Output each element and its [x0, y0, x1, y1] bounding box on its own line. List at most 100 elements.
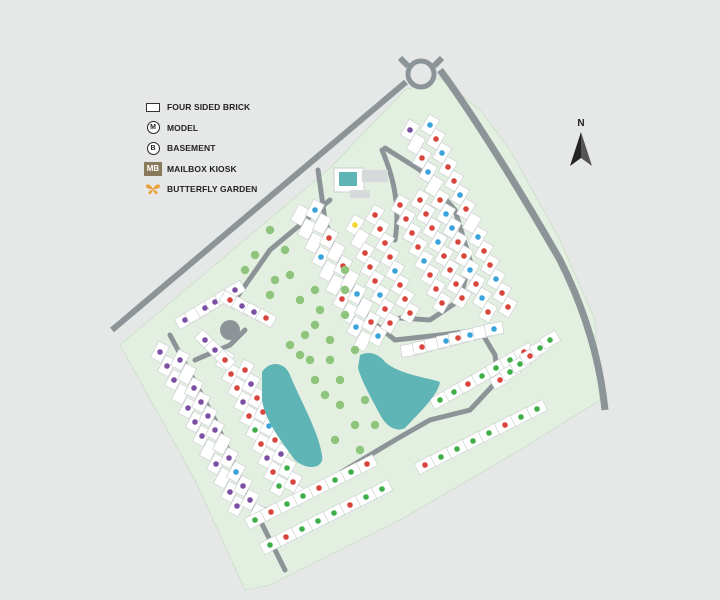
mailbox-icon: MB: [144, 161, 162, 176]
tree-icon: [265, 290, 275, 300]
tree-icon: [310, 375, 320, 385]
lot-status-marker: [268, 509, 274, 515]
lot-status-marker: [222, 357, 228, 363]
lot-status-marker: [233, 469, 239, 475]
lot-status-marker: [518, 414, 524, 420]
lot: [191, 390, 211, 414]
lot: [344, 213, 366, 237]
lot-status-marker: [228, 371, 234, 377]
lot-status-marker: [479, 373, 485, 379]
lot-status-marker: [437, 397, 443, 403]
lot: [206, 452, 226, 476]
lot-status-marker: [470, 438, 476, 444]
lot: [347, 282, 367, 306]
boundary-road-northwest: [110, 79, 408, 333]
lot: [399, 118, 421, 142]
lot-status-marker: [461, 253, 467, 259]
lot: [349, 227, 371, 251]
lot-status-marker: [486, 430, 492, 436]
lot: [399, 301, 421, 325]
lot-status-marker: [402, 296, 408, 302]
lot: [240, 488, 260, 512]
tree-icon: [335, 375, 345, 385]
tree-icon: [310, 285, 320, 295]
lot-status-marker: [312, 207, 318, 213]
tree-icon: [250, 250, 260, 260]
lot-status-marker: [463, 206, 469, 212]
lot-layer: [150, 113, 562, 555]
lot-status-marker: [487, 262, 493, 268]
lot: [277, 456, 297, 480]
lot-status-marker: [242, 367, 248, 373]
lot-status-marker: [185, 405, 191, 411]
legend-item-model: M MODEL: [144, 118, 257, 139]
lot: [318, 259, 338, 283]
lot: [226, 460, 246, 484]
lot-status-marker: [445, 164, 451, 170]
tree-icon: [240, 265, 250, 275]
lot-status-marker: [407, 127, 413, 133]
lot-status-marker: [497, 377, 503, 383]
lot-status-marker: [300, 493, 306, 499]
tree-icon: [295, 295, 305, 305]
lot: [411, 146, 433, 170]
lot-status-marker: [547, 337, 553, 343]
tree-icon: [315, 305, 325, 315]
lot-status-marker: [407, 310, 413, 316]
lot-status-marker: [433, 286, 439, 292]
lot: [538, 329, 562, 351]
tree-icon: [340, 285, 350, 295]
lot: [220, 480, 240, 504]
lot: [453, 244, 475, 268]
tree-icon: [340, 310, 350, 320]
lot: [417, 160, 439, 184]
lot-status-marker: [234, 503, 240, 509]
lot: [271, 442, 291, 466]
lot: [379, 245, 401, 269]
lot: [212, 432, 232, 456]
lot-status-marker: [239, 303, 245, 309]
lot: [459, 258, 481, 282]
legend-item-mailbox: MB MAILBOX KIOSK: [144, 159, 257, 180]
lot-status-marker: [284, 501, 290, 507]
legend-label: FOUR SIDED BRICK: [167, 102, 251, 113]
roundabout: [405, 58, 437, 90]
tree-icon: [370, 420, 380, 430]
lot-status-marker: [284, 465, 290, 471]
lot-status-marker: [331, 510, 337, 516]
butterfly-icon: [144, 183, 162, 195]
lot-status-marker: [240, 399, 246, 405]
lot-status-marker: [505, 304, 511, 310]
lot-status-marker: [451, 389, 457, 395]
legend-label: BASEMENT: [167, 143, 216, 154]
lot-status-marker: [467, 267, 473, 273]
lot-status-marker: [534, 406, 540, 412]
lot-status-marker: [251, 309, 257, 315]
lot-status-marker: [347, 502, 353, 508]
lot: [245, 418, 265, 442]
lot: [239, 404, 259, 428]
lot-status-marker: [332, 477, 338, 483]
lot: [233, 474, 253, 498]
brick-icon: [144, 102, 162, 112]
lot: [441, 216, 463, 240]
lot-status-marker: [316, 485, 322, 491]
lot-status-marker: [421, 258, 427, 264]
lot-status-marker: [415, 244, 421, 250]
lot-status-marker: [205, 413, 211, 419]
legend-item-brick: FOUR SIDED BRICK: [144, 97, 257, 118]
lot-status-marker: [164, 363, 170, 369]
lot-status-marker: [177, 357, 183, 363]
lot-status-marker: [453, 281, 459, 287]
lot: [326, 240, 346, 264]
lot-status-marker: [276, 483, 282, 489]
lot-status-marker: [232, 287, 238, 293]
lot: [269, 474, 289, 498]
lot-status-marker: [372, 278, 378, 284]
tree-icon: [305, 355, 315, 365]
lot-status-marker: [493, 365, 499, 371]
lot: [325, 273, 345, 297]
cul-de-sac: [220, 320, 240, 340]
lot-status-marker: [429, 225, 435, 231]
